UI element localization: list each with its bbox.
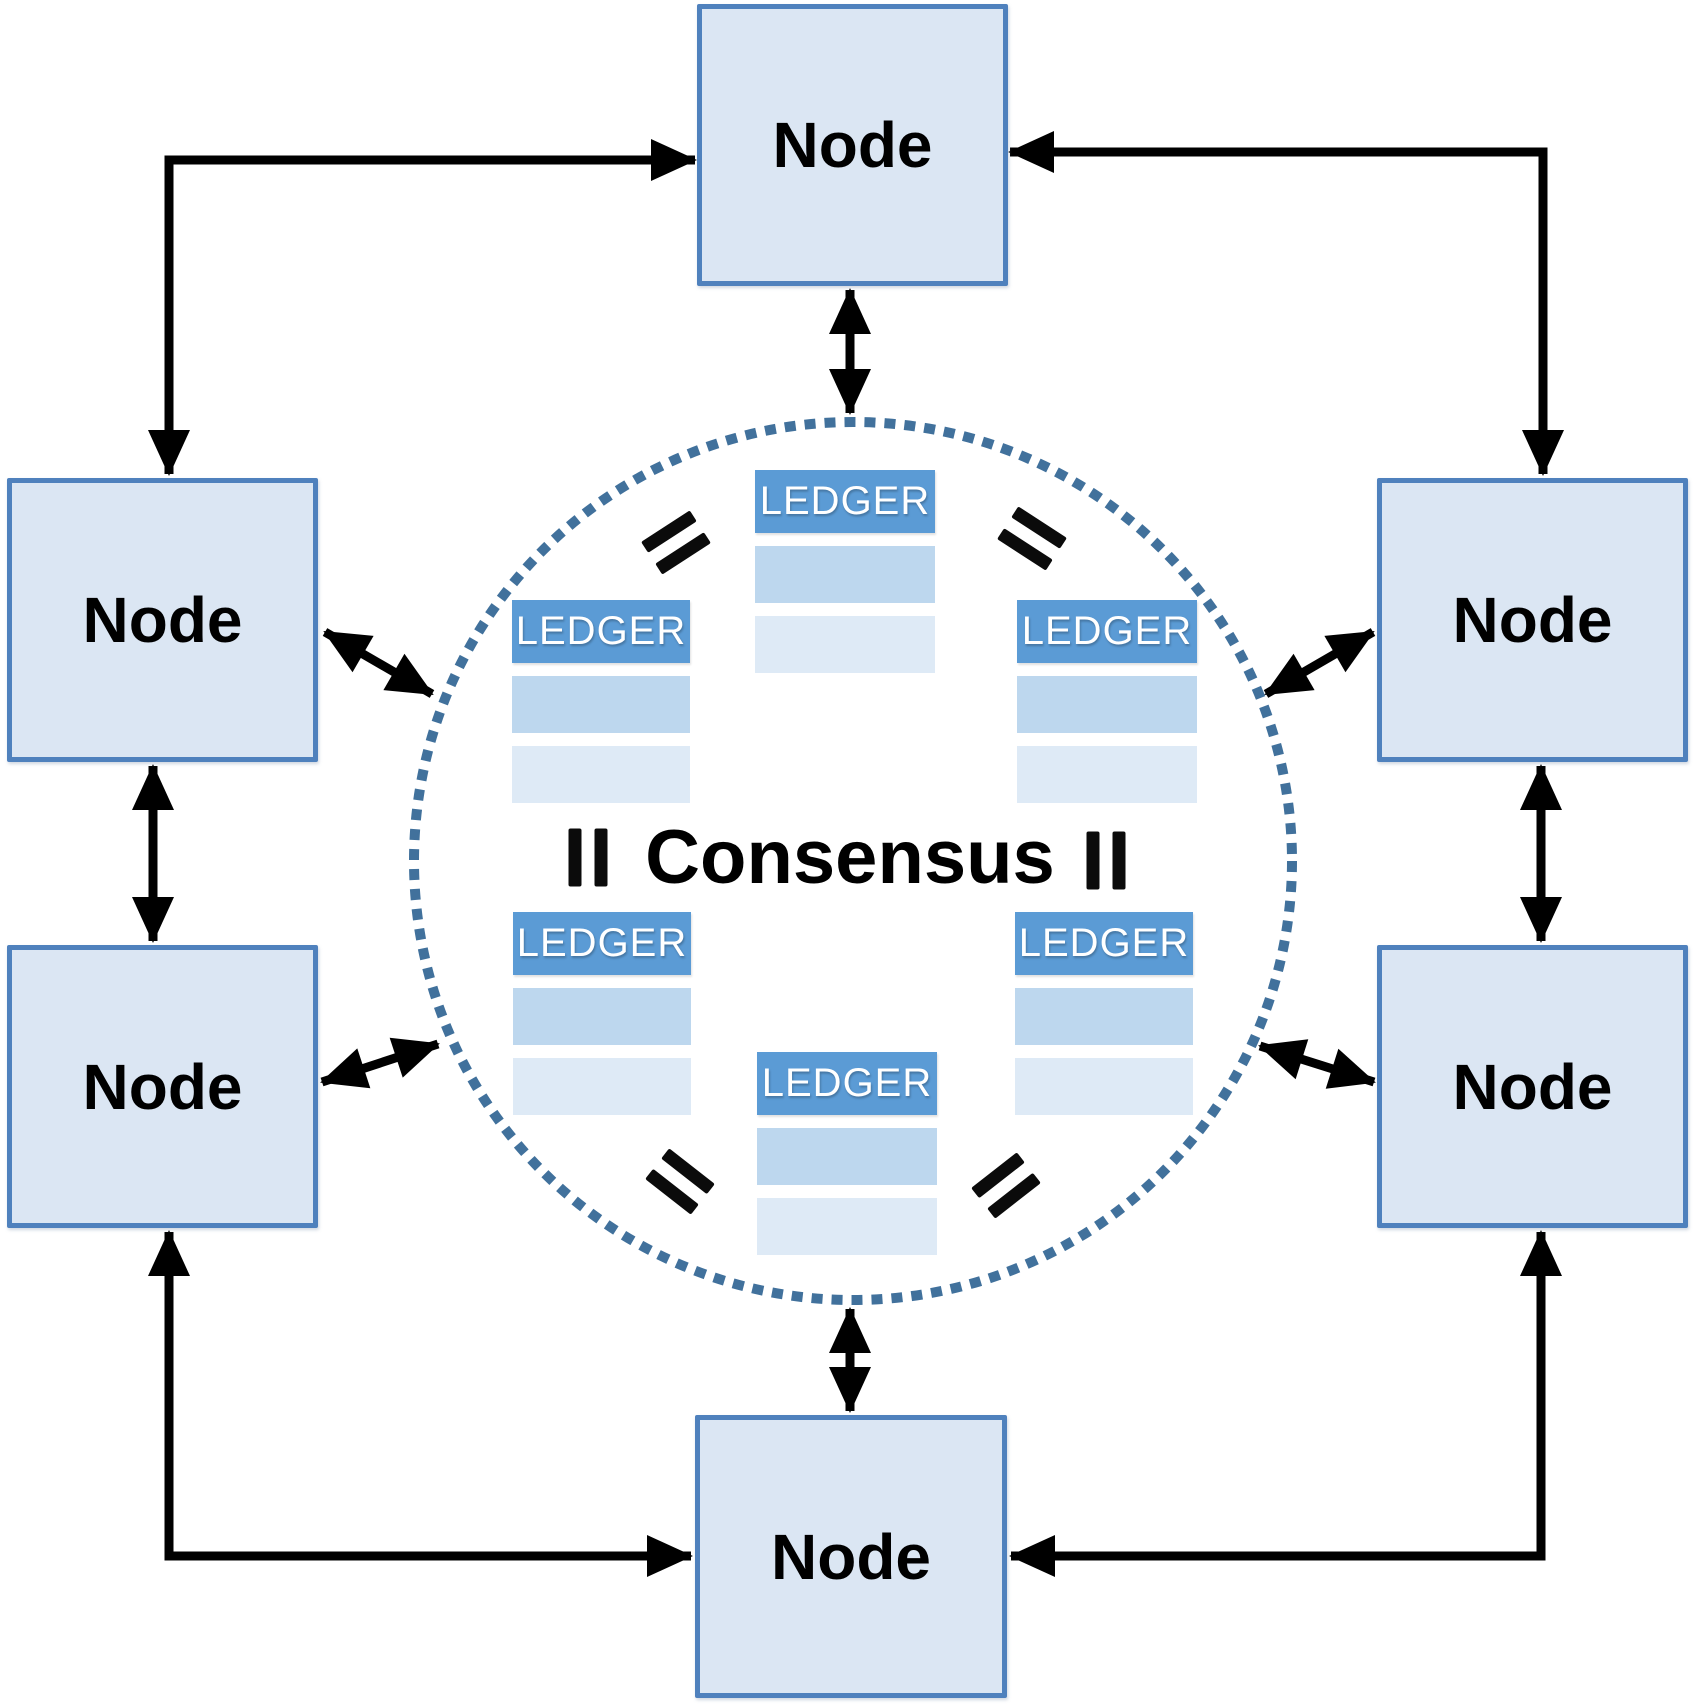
node-label: Node bbox=[82, 584, 243, 656]
ledger-row bbox=[1015, 988, 1193, 1045]
ledger-header: LEDGER bbox=[755, 470, 935, 533]
ledger-upper-right: LEDGER bbox=[1017, 600, 1197, 803]
connector-bottom-left-elbow bbox=[148, 1230, 693, 1577]
ledger-row bbox=[1017, 676, 1197, 733]
connector-left-upper-circle bbox=[322, 628, 435, 698]
node-box-right-lower: Node bbox=[1377, 945, 1688, 1228]
ledger-row bbox=[755, 616, 935, 673]
node-box-left-lower: Node bbox=[7, 945, 318, 1228]
consensus-circle-outline bbox=[409, 417, 1297, 1305]
ledger-row bbox=[512, 676, 690, 733]
connector-bottom-right-elbow bbox=[1009, 1230, 1562, 1577]
ledger-bottom-center: LEDGER bbox=[757, 1052, 937, 1255]
node-label: Node bbox=[772, 109, 933, 181]
ledger-lower-left: LEDGER bbox=[513, 912, 691, 1115]
ledger-row bbox=[1015, 1058, 1193, 1115]
ledger-header: LEDGER bbox=[1015, 912, 1193, 975]
ledger-lower-right: LEDGER bbox=[1015, 912, 1193, 1115]
ledger-row bbox=[512, 746, 690, 803]
ledger-row bbox=[513, 988, 691, 1045]
ledger-header: LEDGER bbox=[1017, 600, 1197, 663]
connector-right-lower-circle bbox=[1258, 1039, 1376, 1089]
ledger-header: LEDGER bbox=[512, 600, 690, 663]
ledger-top-center: LEDGER bbox=[755, 470, 935, 673]
ledger-header: LEDGER bbox=[513, 912, 691, 975]
ledger-row bbox=[757, 1198, 937, 1255]
ledger-header: LEDGER bbox=[757, 1052, 937, 1115]
connector-top-right-elbow bbox=[1008, 131, 1564, 476]
ledger-row bbox=[757, 1128, 937, 1185]
ledger-upper-left: LEDGER bbox=[512, 600, 690, 803]
consensus-title: Consensus bbox=[645, 815, 1055, 900]
node-label: Node bbox=[82, 1050, 243, 1123]
ledger-row bbox=[755, 546, 935, 603]
node-box-left-upper: Node bbox=[7, 478, 318, 762]
ledger-row bbox=[513, 1058, 691, 1115]
node-label: Node bbox=[1452, 1050, 1613, 1123]
connector-top-left-elbow bbox=[148, 139, 697, 476]
connector-right-upper-circle bbox=[1263, 628, 1376, 698]
node-box-bottom: Node bbox=[695, 1415, 1007, 1698]
ledger-row bbox=[1017, 746, 1197, 803]
node-box-top: Node bbox=[697, 4, 1008, 286]
node-label: Node bbox=[1452, 584, 1613, 656]
connector-left-lower-circle bbox=[320, 1037, 440, 1089]
node-box-right-upper: Node bbox=[1377, 478, 1688, 762]
node-label: Node bbox=[771, 1520, 931, 1593]
